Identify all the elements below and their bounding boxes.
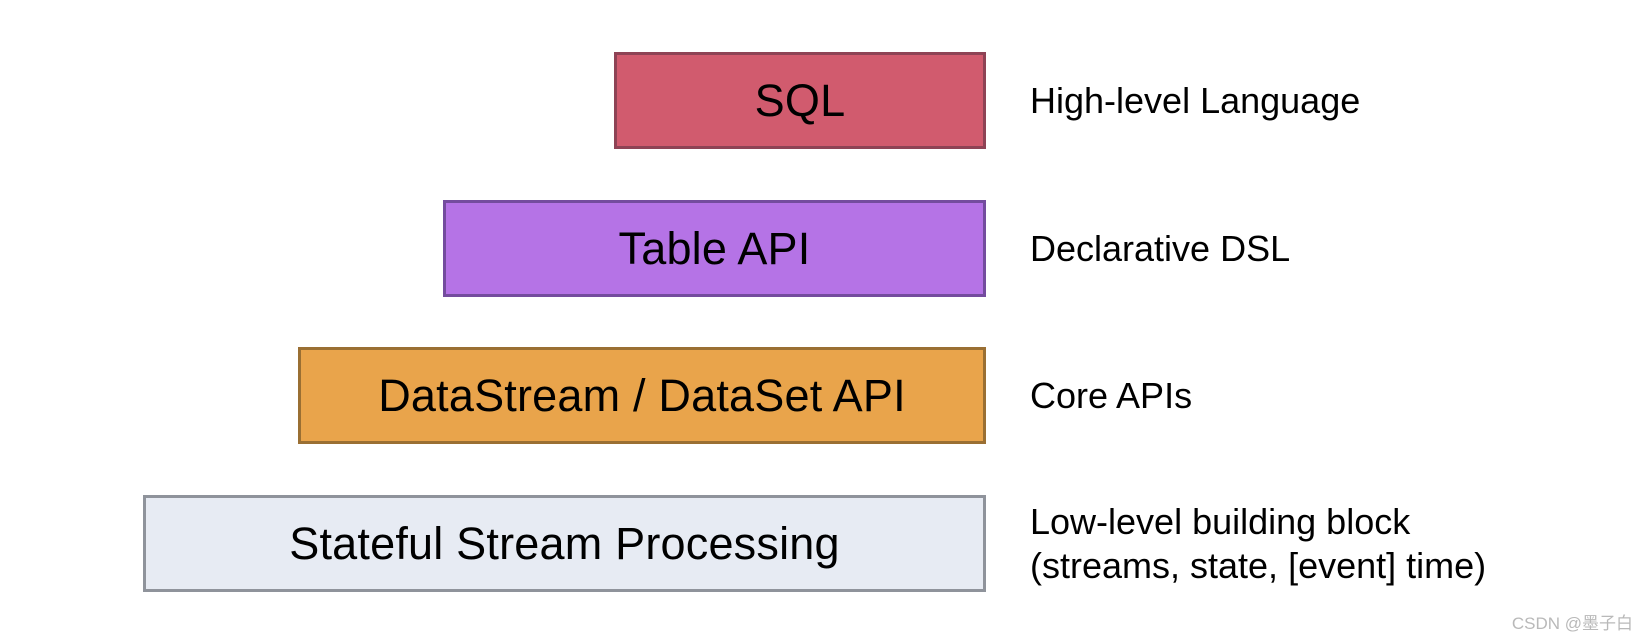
layer-box-sql: SQL (614, 52, 986, 149)
layer-annotation-text: High-level Language (1030, 79, 1361, 121)
layer-box-stateful-stream-processing: Stateful Stream Processing (143, 495, 986, 592)
layer-box-table-api: Table API (443, 200, 986, 297)
layer-annotation-text: Low-level building block (streams, state… (1030, 501, 1487, 586)
layer-annotation-low-level: Low-level building block (streams, state… (1030, 488, 1486, 600)
csdn-watermark: CSDN @墨子白 (1511, 614, 1633, 633)
layer-label-table-api: Table API (618, 222, 811, 274)
layer-box-datastream-dataset-api: DataStream / DataSet API (298, 347, 986, 444)
layer-label-sql: SQL (754, 74, 846, 126)
layer-annotation-text: Declarative DSL (1030, 227, 1291, 269)
layer-annotation-sql: High-level Language (1030, 52, 1360, 149)
layer-label-datastream-dataset-api: DataStream / DataSet API (378, 369, 906, 421)
layer-annotation-table-api: Declarative DSL (1030, 200, 1290, 297)
layer-label-stateful-stream-processing: Stateful Stream Processing (289, 517, 840, 569)
layer-annotation-core-apis: Core APIs (1030, 347, 1192, 444)
layer-annotation-text: Core APIs (1030, 374, 1193, 416)
